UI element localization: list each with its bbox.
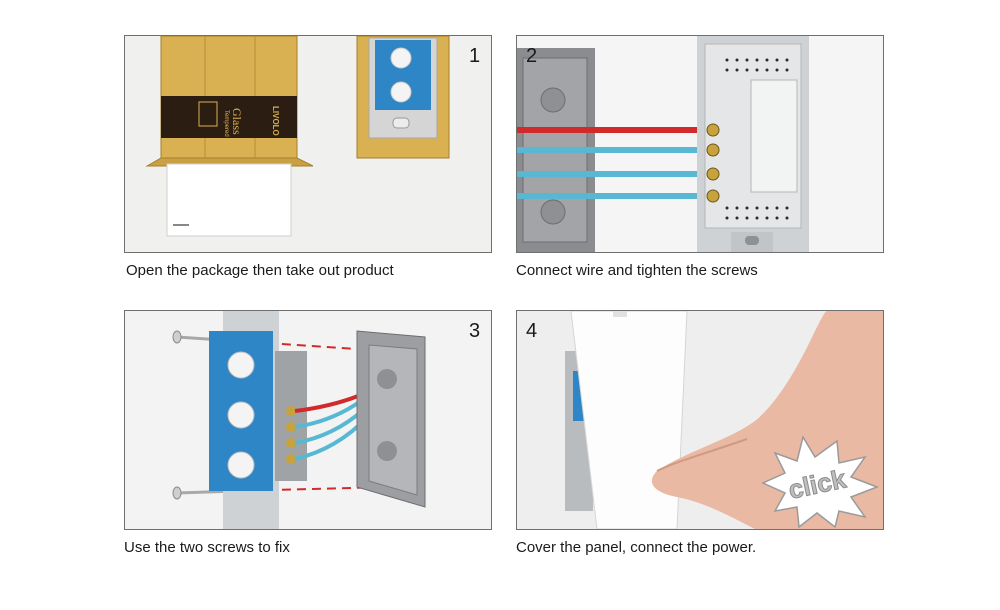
step-2-illustration: [517, 36, 809, 252]
wire-3: [517, 193, 713, 199]
step-3-caption: Use the two screws to fix: [124, 539, 290, 556]
step-number: 3: [469, 320, 481, 342]
step-number: 4: [526, 320, 538, 342]
step-number: 1: [469, 45, 481, 67]
step-2-panel: 2: [516, 35, 884, 253]
step-1-panel: Tempered Glass LIVOLO 1: [124, 35, 492, 253]
box-material: Glass: [230, 108, 244, 135]
wire-1: [517, 147, 713, 153]
click-burst: [761, 435, 880, 529]
step-4-illustration: click: [565, 311, 883, 529]
step-4-caption: Cover the panel, connect the power.: [516, 539, 757, 556]
live-wire: [517, 127, 713, 133]
step-4-panel: click 4: [516, 310, 884, 530]
box-tagline: Tempered: [223, 110, 229, 137]
box-brand: LIVOLO: [271, 106, 280, 136]
step-1-caption: Open the package then take out product: [126, 262, 394, 279]
step-3-illustration: [172, 311, 426, 529]
step-2-caption: Connect wire and tighten the screws: [516, 262, 758, 279]
step-1-illustration: Tempered Glass LIVOLO: [145, 36, 450, 237]
step-3-panel: 3: [124, 310, 492, 530]
step-number: 2: [526, 45, 538, 67]
wire-2: [517, 171, 713, 177]
